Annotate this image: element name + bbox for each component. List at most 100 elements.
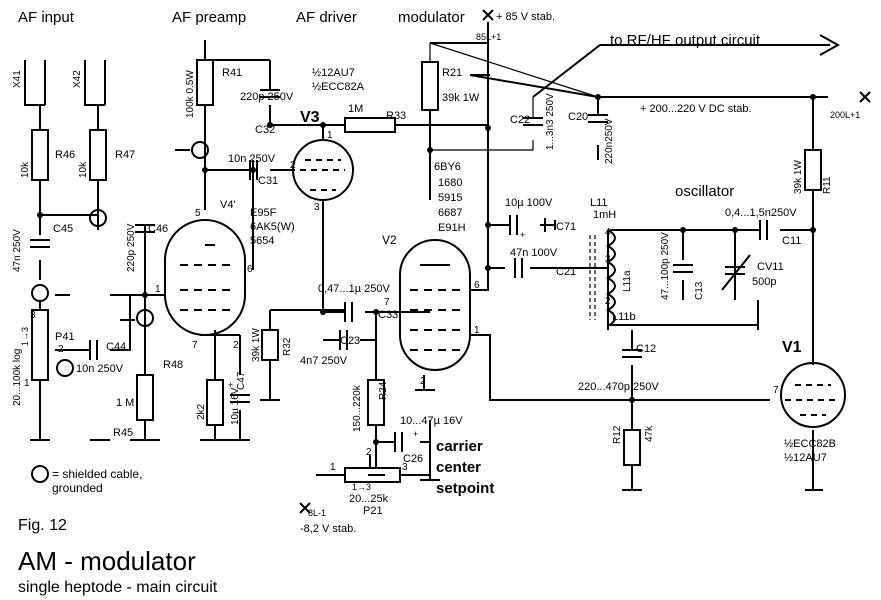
supply-minus8: -8,2 V stab.	[300, 523, 356, 535]
c22-value: 1...3n3 250V	[545, 93, 556, 150]
c26-plus: +	[413, 429, 418, 439]
r11-name: R11	[822, 176, 833, 194]
r46-value: 10k	[20, 161, 31, 178]
r12-name: R12	[612, 425, 623, 444]
section-modulator: modulator	[398, 9, 465, 26]
v1-type1: ½ECC82B	[784, 438, 836, 450]
r32-name: R32	[282, 337, 293, 356]
l11-tap-b: L11b	[612, 311, 636, 323]
resistor-symbols	[31, 59, 822, 483]
v2-label: V2	[382, 233, 397, 247]
l11-value: 1mH	[593, 209, 616, 221]
r21-value: 39k 1W	[442, 92, 480, 104]
r33-value: 1M	[348, 103, 363, 115]
shielded-cable-symbols	[31, 141, 209, 483]
c23-name: C23	[340, 335, 360, 347]
r48-name: R48	[163, 359, 183, 371]
terminal-crosses	[299, 9, 871, 514]
r41-name: R41	[222, 67, 242, 79]
c47-plus: +	[228, 380, 233, 390]
c13-name: C13	[694, 281, 705, 300]
r33-name: R33	[386, 110, 406, 122]
section-af-driver: AF driver	[296, 9, 357, 26]
r24-value: 150...220k	[352, 384, 363, 432]
c32-value: 220p 250V	[240, 91, 294, 103]
p41-name: P41	[55, 331, 75, 343]
p41-ratio: 1→3	[20, 327, 30, 346]
r47-value: 10k	[78, 161, 89, 178]
output-arrow	[819, 34, 841, 56]
diagram-title: AM - modulator	[18, 546, 196, 576]
c71-plus: +	[520, 230, 525, 240]
section-af-input: AF input	[18, 9, 75, 26]
diagram-subtitle: single heptode - main circuit	[18, 579, 218, 596]
pin-l11-3: 3	[605, 254, 611, 265]
connector-x42: X42	[72, 70, 83, 88]
pin-l11-2: 2	[605, 296, 611, 307]
pin-v4-7: 7	[192, 340, 198, 351]
c12-value: 220...470p 250V	[578, 381, 659, 393]
c45-name: C45	[53, 223, 73, 235]
v4-type-0: E95F	[250, 207, 277, 219]
supply-8l1: 8L-1	[308, 508, 326, 518]
p21-name: P21	[363, 505, 383, 517]
c31-name: C31	[258, 175, 278, 187]
c45-value: 47n 250V	[12, 229, 23, 272]
pin-p41-1: 1	[24, 378, 30, 389]
c11-value: 0,4...1,5n250V	[725, 207, 797, 219]
c44-name: C44	[106, 341, 126, 353]
r12-value: 47k	[644, 425, 655, 442]
connector-x41: X41	[12, 70, 23, 88]
c46-value: 220p 250V	[126, 223, 137, 272]
legend-line1: = shielded cable,	[52, 467, 142, 481]
wiring	[39, 22, 830, 490]
fig-label: Fig. 12	[18, 517, 67, 534]
c22-name: C22	[510, 114, 530, 126]
p41-value: 20...100k log	[12, 349, 23, 406]
pin-p41-3: 3	[30, 310, 36, 321]
supply-plus200: + 200...220 V DC stab.	[640, 103, 752, 115]
pin-v3-1: 1	[327, 130, 333, 141]
r24-name: R24	[378, 381, 389, 400]
section-af-preamp: AF preamp	[172, 9, 246, 26]
carrier-line-0: carrier	[436, 438, 483, 455]
inductor-l11	[589, 229, 616, 327]
c12-name: C12	[636, 343, 656, 355]
tube-v1	[780, 362, 846, 428]
section-oscillator: oscillator	[675, 183, 734, 200]
c13-value: 47...100p 250V	[660, 232, 671, 300]
pin-p21-3: 3	[402, 462, 408, 473]
supply-plus85: + 85 V stab.	[496, 11, 555, 23]
pin-l11-4: 4	[605, 227, 611, 238]
c46-name: C46	[148, 223, 168, 235]
c44-value: 10n 250V	[76, 363, 124, 375]
c21-value: 47n 100V	[510, 247, 558, 259]
c47-name: C47	[236, 371, 247, 390]
c20-name: C20	[568, 111, 588, 123]
carrier-line-2: setpoint	[436, 480, 494, 497]
c11-name: C11	[782, 235, 801, 247]
pin-p41-2: 2	[58, 344, 64, 355]
r45-value: 1 M	[116, 397, 134, 409]
c47-value: 10µ 16V	[230, 387, 241, 425]
supply-85l1: 85L+1	[476, 32, 501, 42]
c32-name: C32	[255, 124, 275, 136]
pin-v3-2: 2	[290, 160, 296, 171]
ground-symbols	[30, 149, 823, 491]
junction-dots	[37, 94, 816, 445]
c33-name: C33	[378, 309, 398, 321]
c26-value: 10...47µ 16V	[400, 415, 463, 427]
pin-v2-7: 7	[384, 297, 390, 308]
carrier-line-1: center	[436, 459, 481, 476]
c20-value: 220n250V	[604, 118, 615, 164]
tube-v4	[164, 219, 246, 336]
pin-p21-2: 2	[366, 447, 372, 458]
pin-v4-5: 5	[195, 208, 201, 219]
pin-v4-1: 1	[155, 284, 161, 295]
v2-type-0: 6BY6	[434, 161, 461, 173]
v1-pin7: 7	[773, 385, 779, 396]
c71-name: C71	[556, 221, 576, 233]
l11-name: L11	[590, 197, 608, 209]
tube-v2	[399, 239, 471, 371]
p21-ratio: 1→3	[352, 482, 371, 492]
